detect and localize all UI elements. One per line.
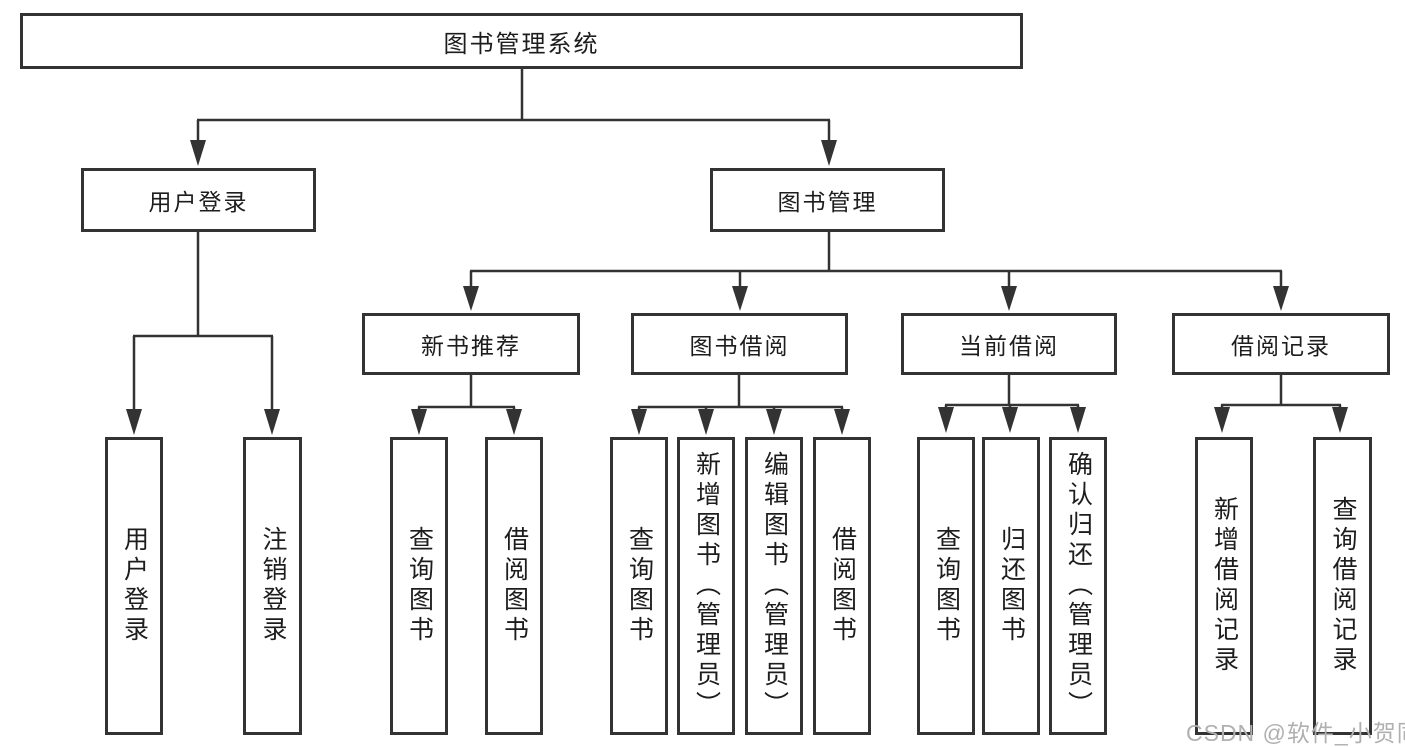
node-book-borrowing: 图书借阅 [631, 313, 848, 375]
leaf-return-books: 归还图书 [982, 437, 1040, 735]
leaf-query-books-borrowing: 查询图书 [610, 437, 668, 735]
connector-current-borrowing-children [938, 375, 1086, 433]
leaf-add-borrow-record: 新增借阅记录 [1195, 437, 1253, 735]
node-book-management: 图书管理 [710, 168, 945, 232]
connector-book-management-children [463, 232, 1289, 311]
connector-new-book-recommend-children [411, 375, 522, 435]
leaf-query-books-current: 查询图书 [917, 437, 975, 735]
leaf-edit-books-admin: 编辑图书（管理员） [745, 437, 803, 735]
leaf-query-books-recommend: 查询图书 [390, 437, 448, 735]
leaf-user-login: 用户登录 [105, 437, 163, 735]
connector-user-login-children [126, 232, 280, 435]
node-user-login: 用户登录 [81, 168, 316, 232]
leaf-query-borrow-record: 查询借阅记录 [1313, 437, 1372, 735]
leaf-logout-login: 注销登录 [243, 437, 302, 735]
connector-book-borrowing-children [631, 375, 850, 435]
leaf-borrow-books-recommend: 借阅图书 [485, 437, 543, 735]
leaf-confirm-return-admin: 确认归还（管理员） [1049, 437, 1107, 735]
leaf-borrow-books-borrowing: 借阅图书 [813, 437, 871, 735]
leaf-add-books-admin: 新增图书（管理员） [677, 437, 735, 735]
node-root: 图书管理系统 [20, 13, 1023, 69]
watermark-text: CSDN @软件_小贺同学 [1186, 720, 1405, 746]
connector-root-to-level2 [190, 69, 837, 166]
connector-borrow-records-children [1214, 375, 1348, 433]
node-borrow-records: 借阅记录 [1172, 313, 1390, 375]
node-current-borrowing: 当前借阅 [901, 313, 1117, 375]
node-new-book-recommend: 新书推荐 [362, 313, 580, 375]
